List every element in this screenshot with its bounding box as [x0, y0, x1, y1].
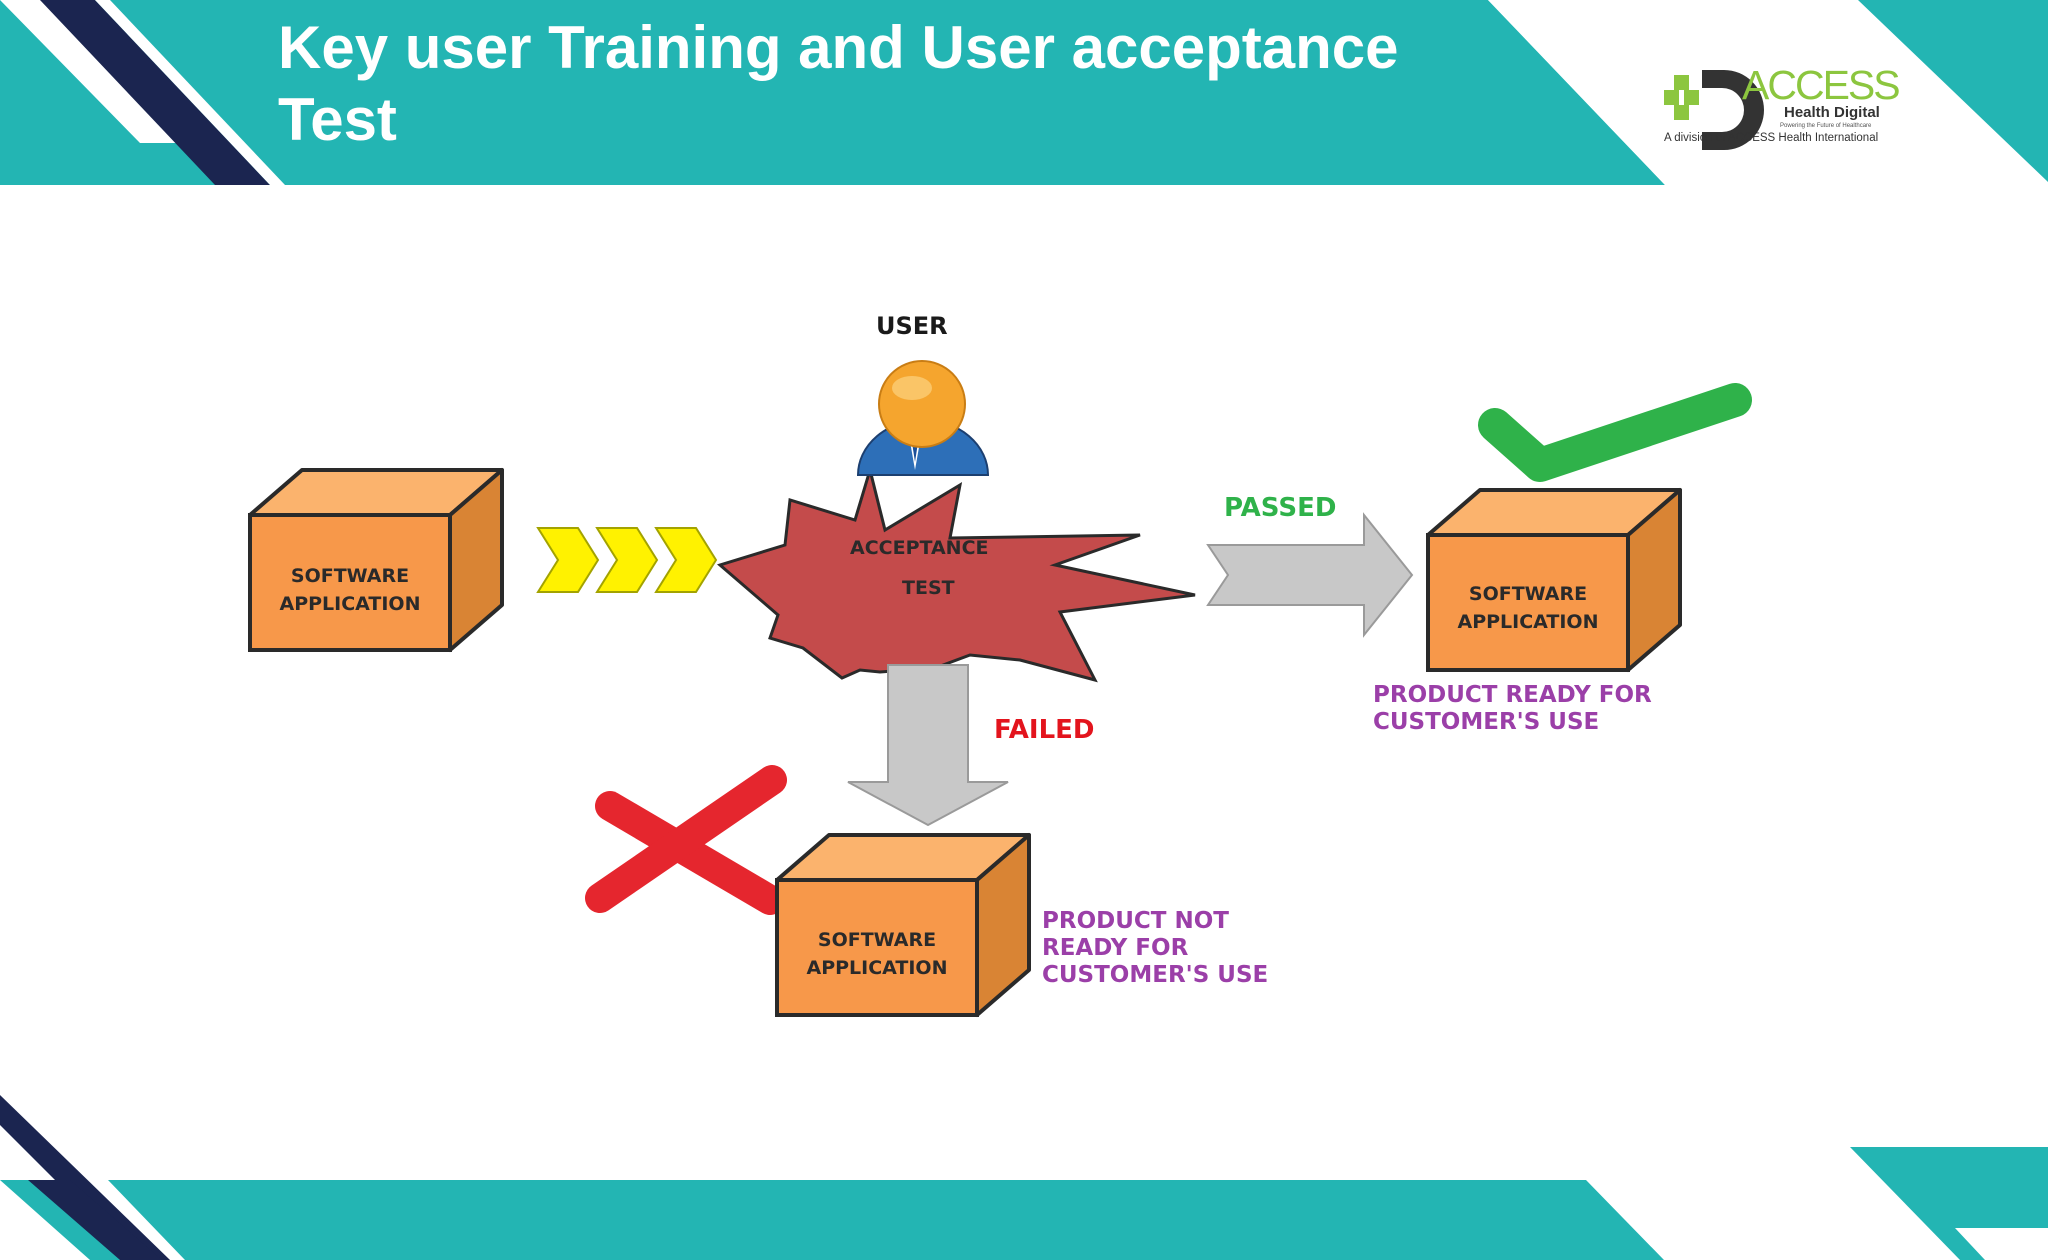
- test-label-line1: ACCEPTANCE: [850, 537, 989, 559]
- user-label: USER: [876, 312, 948, 340]
- passed-arrow: [1206, 512, 1414, 638]
- chevron-arrows-icon: [536, 527, 718, 593]
- software-box-failed: [775, 833, 1031, 1017]
- passed-label: PASSED: [1224, 493, 1337, 523]
- logo-division: A division of ACCESS Health Internationa…: [1664, 132, 1879, 144]
- software-box-source: [248, 468, 504, 652]
- cross-icon: [585, 765, 787, 915]
- acceptance-test-burst: [716, 464, 1196, 683]
- ready-result-text: PRODUCT READY FOR CUSTOMER'S USE: [1373, 682, 1652, 735]
- box-source-label-line1: SOFTWARE: [290, 565, 410, 587]
- logo-tagline: Powering the Future of Healthcare: [1780, 123, 1872, 129]
- failed-arrow: [847, 664, 1009, 827]
- footer-right-white-notch: [1955, 1228, 2048, 1260]
- header-navy-stripe: [40, 0, 270, 185]
- header-teal-band: [0, 0, 1665, 185]
- box-source-label-line2: APPLICATION: [279, 593, 421, 615]
- user-icon: [856, 360, 990, 476]
- footer-navy-stripe-a: [0, 1095, 170, 1260]
- footer-navy-stripe-b: [22, 1180, 162, 1260]
- box-passed-label-line2: APPLICATION: [1457, 611, 1599, 633]
- header-right-teal-stripe: [1858, 0, 2048, 182]
- not-ready-result-text: PRODUCT NOT READY FOR CUSTOMER'S USE: [1042, 908, 1269, 988]
- failed-label: FAILED: [994, 715, 1095, 745]
- logo-subtitle: Health Digital: [1784, 104, 1880, 121]
- logo-wordmark: ACCESS: [1742, 62, 1901, 108]
- header-left-white-notch: [0, 0, 185, 143]
- logo-mark-icon: [1664, 70, 1764, 150]
- logo-white-panel: [1488, 0, 2048, 185]
- footer-teal-stripe: [0, 1180, 120, 1260]
- slide-title: Key user Training and User acceptance Te…: [278, 14, 1399, 153]
- checkmark-icon: [1478, 383, 1752, 482]
- software-box-passed: [1426, 488, 1682, 672]
- box-passed-label-line1: SOFTWARE: [1468, 583, 1588, 605]
- access-health-digital-logo: ACCESS Health Digital Powering the Futur…: [1656, 60, 1916, 160]
- box-failed-label-line2: APPLICATION: [806, 957, 948, 979]
- footer-teal-band: [108, 1180, 1664, 1260]
- box-failed-label-line1: SOFTWARE: [817, 929, 937, 951]
- test-label-line2: TEST: [902, 577, 955, 599]
- header-left-white-strip: [95, 0, 285, 185]
